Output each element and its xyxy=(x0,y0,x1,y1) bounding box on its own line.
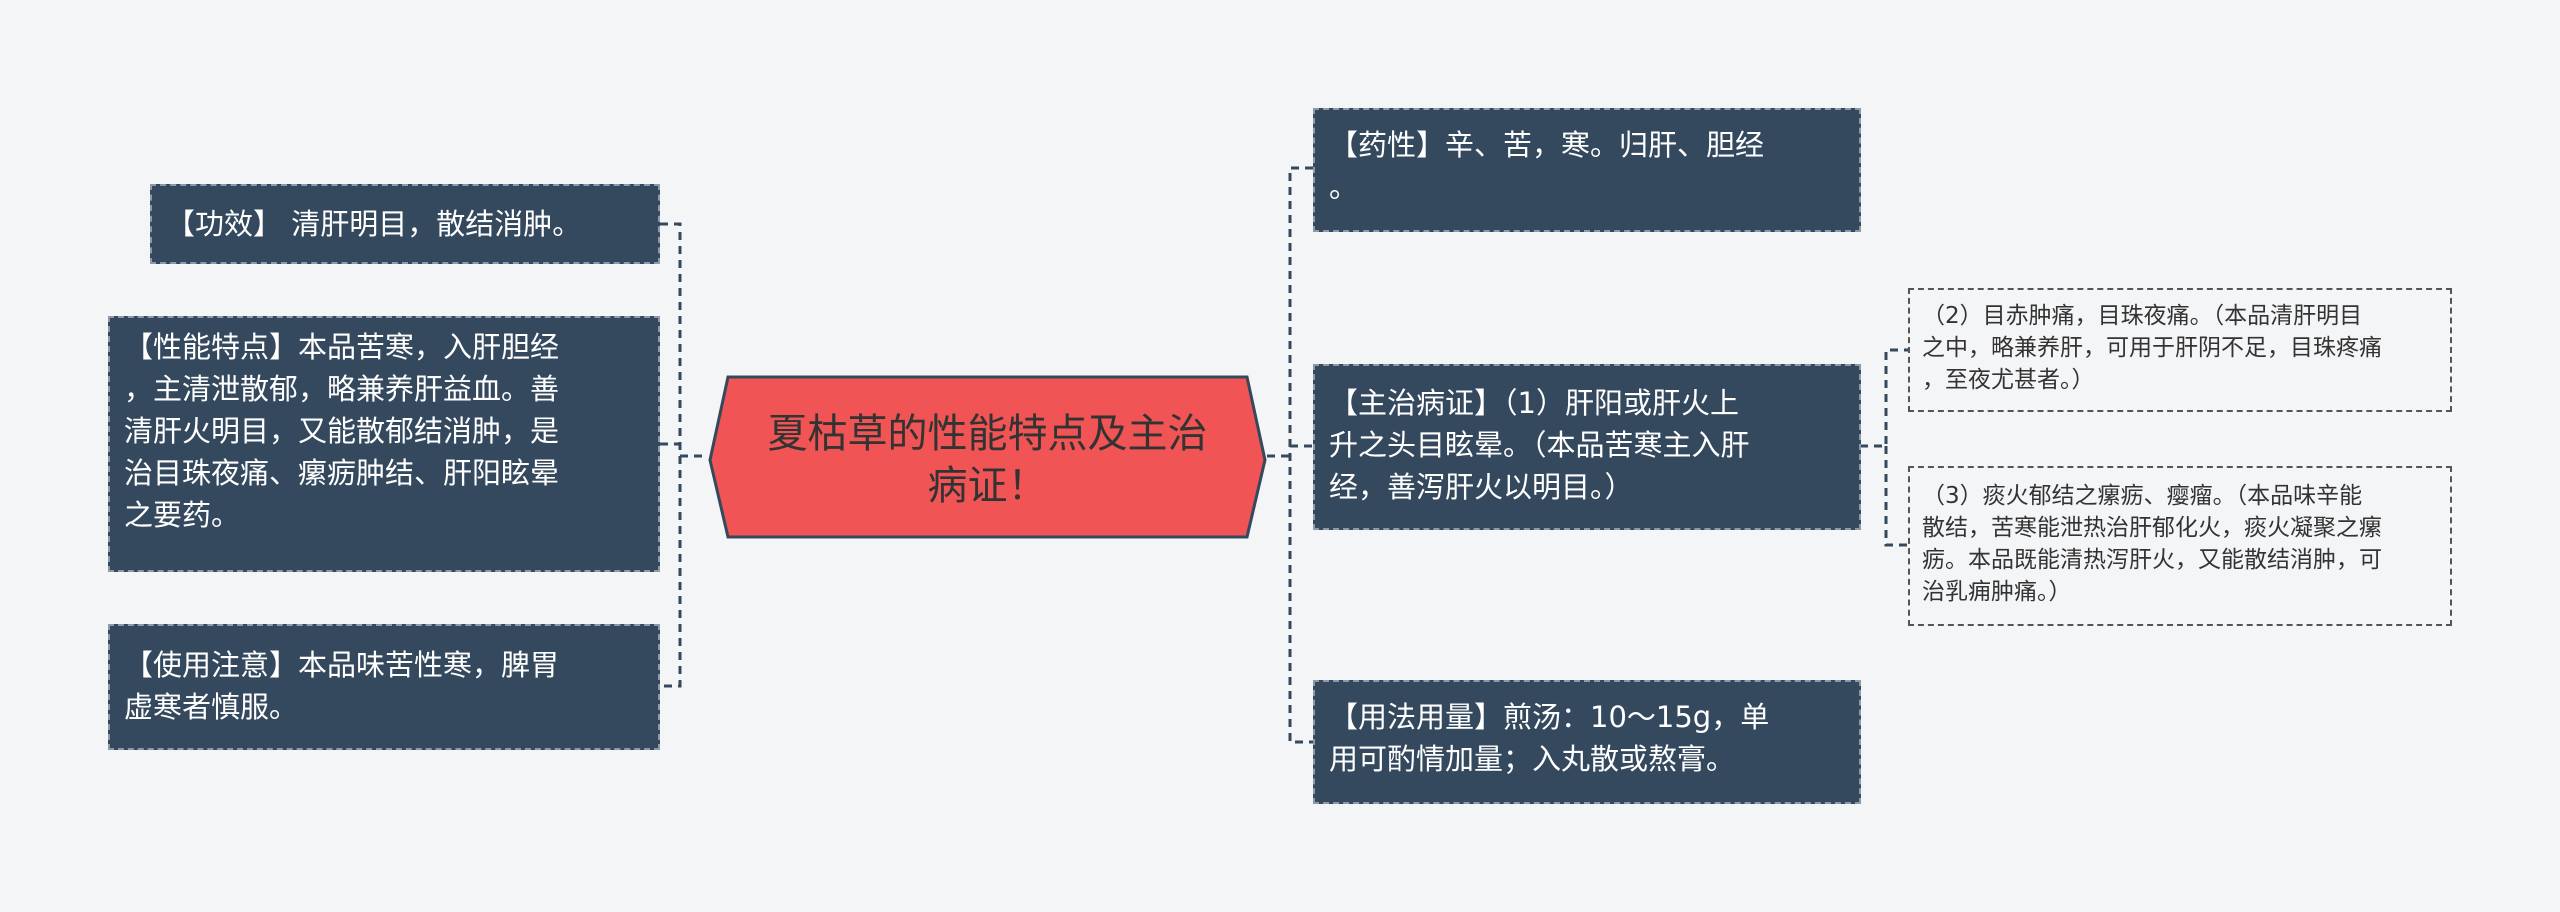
connector-right-bracket xyxy=(1288,166,1313,744)
node-precautions[interactable]: 【使用注意】本品味苦性寒，脾胃 虚寒者慎服。 xyxy=(108,624,660,750)
sub-node-indication-3[interactable]: （3）痰火郁结之瘰疬、瘿瘤。（本品味辛能 散结，苦寒能泄热治肝郁化火，痰火凝聚之… xyxy=(1908,466,2452,626)
central-topic-shape xyxy=(708,375,1267,539)
connector-sub-bracket xyxy=(1860,348,1908,547)
connector-left-bracket xyxy=(660,222,682,688)
node-indications[interactable]: 【主治病证】（1）肝阳或肝火上 升之头目眩晕。（本品苦寒主入肝 经，善泻肝火以明… xyxy=(1313,364,1861,530)
sub-node-indication-2[interactable]: （2）目赤肿痛，目珠夜痛。（本品清肝明目 之中，略兼养肝，可用于肝阴不足，目珠疼… xyxy=(1908,288,2452,412)
node-dosage[interactable]: 【用法用量】煎汤：10～15g，单 用可酌情加量；入丸散或熬膏。 xyxy=(1313,680,1861,804)
central-topic[interactable]: 夏枯草的性能特点及主治 病证！ xyxy=(767,411,1208,509)
node-properties[interactable]: 【药性】辛、苦，寒。归肝、胆经 。 xyxy=(1313,108,1861,232)
node-characteristics[interactable]: 【性能特点】本品苦寒，入肝胆经 ，主清泄散郁，略兼养肝益血。善 清肝火明目，又能… xyxy=(108,316,660,572)
node-efficacy[interactable]: 【功效】 清肝明目，散结消肿。 xyxy=(150,184,660,264)
